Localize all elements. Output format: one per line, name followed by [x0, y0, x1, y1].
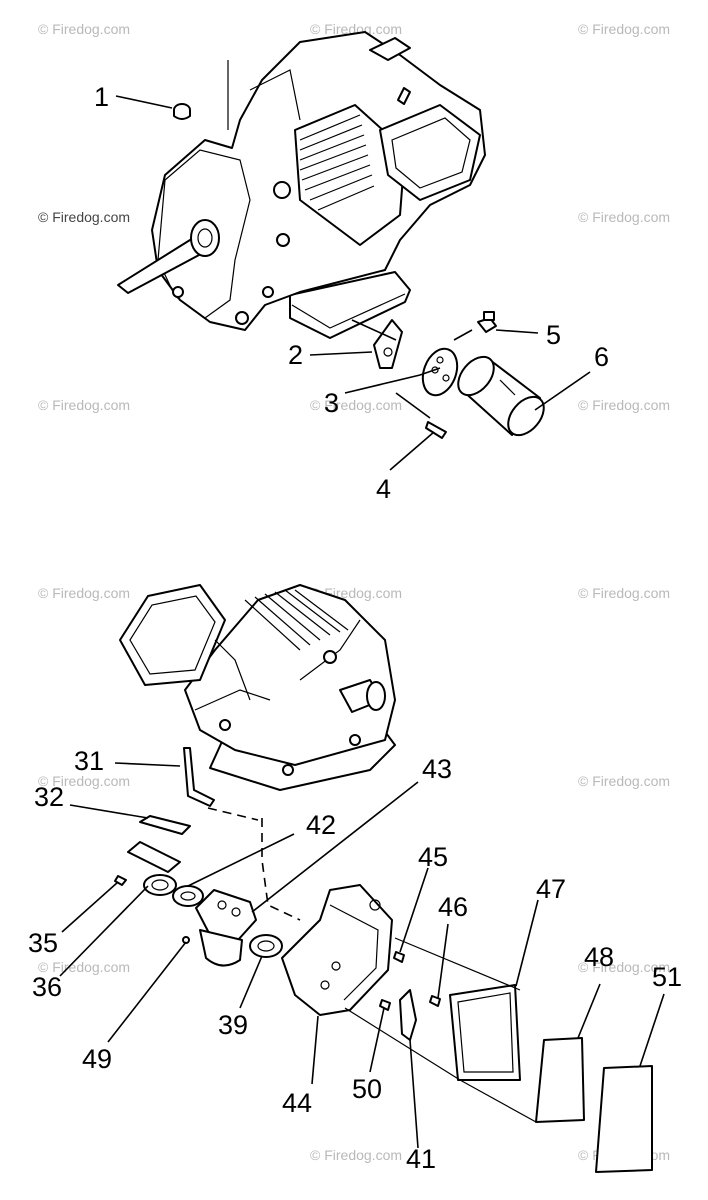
callout-51: 51 — [652, 962, 682, 992]
part-6-oil-filter — [457, 355, 545, 437]
part-5-fitting — [477, 311, 497, 333]
callout-32: 32 — [34, 782, 64, 812]
callout-4: 4 — [376, 474, 391, 504]
part-51-foam-element — [595, 1065, 653, 1173]
callout-36: 36 — [32, 972, 62, 1002]
upper-engine-drawing — [117, 31, 486, 339]
callout-43: 43 — [422, 754, 452, 784]
callout-46: 46 — [438, 892, 468, 922]
part-39-gasket — [249, 934, 283, 958]
watermark: © Firedog.com — [38, 209, 130, 225]
callout-31: 31 — [74, 746, 104, 776]
watermark: © Firedog.com — [310, 1147, 402, 1163]
callout-48: 48 — [584, 942, 614, 972]
watermark: © Firedog.com — [38, 397, 130, 413]
part-2-bracket — [373, 319, 403, 369]
part-44-air-cleaner-base — [281, 884, 393, 1016]
callout-2: 2 — [288, 340, 303, 370]
callout-45: 45 — [418, 842, 448, 872]
callout-3: 3 — [324, 388, 339, 418]
callout-35: 35 — [28, 928, 58, 958]
watermark: © Firedog.com — [578, 585, 670, 601]
callout-numbers: 1 2 3 4 5 6 31 32 43 42 45 47 46 35 36 4… — [28, 82, 682, 1174]
watermark: © Firedog.com — [578, 21, 670, 37]
callout-41: 41 — [406, 1144, 436, 1174]
callout-50: 50 — [352, 1074, 382, 1104]
watermark: © Firedog.com — [310, 21, 402, 37]
part-41-bracket — [399, 989, 417, 1041]
part-43-carburetor — [195, 889, 257, 967]
part-46-screw — [429, 995, 441, 1007]
part-50-screw — [379, 999, 391, 1011]
watermark: © Firedog.com — [578, 397, 670, 413]
watermark: © Firedog.com — [38, 21, 130, 37]
part-36-insulator — [127, 841, 181, 896]
watermark: © Firedog.com — [578, 773, 670, 789]
callout-5: 5 — [546, 320, 561, 350]
callout-39: 39 — [218, 1010, 248, 1040]
callout-44: 44 — [282, 1088, 312, 1118]
watermarks: © Firedog.com © Firedog.com © Firedog.co… — [38, 21, 670, 1163]
callout-49: 49 — [82, 1044, 112, 1074]
watermark: © Firedog.com — [38, 585, 130, 601]
part-1-plug — [173, 103, 191, 120]
watermark: © Firedog.com — [578, 959, 670, 975]
part-47-filter-element — [449, 984, 521, 1081]
part-3-filter-adapter — [421, 347, 459, 397]
callout-42: 42 — [306, 810, 336, 840]
leader-lines — [59, 95, 665, 1149]
watermark: © Firedog.com — [310, 397, 402, 413]
part-48-pre-cleaner — [535, 1037, 585, 1123]
part-35-screw — [114, 875, 127, 886]
part-31-breather-tube — [183, 747, 215, 807]
watermark: © Firedog.com — [38, 959, 130, 975]
callout-1: 1 — [94, 82, 109, 112]
part-42-gasket — [172, 885, 204, 907]
callout-6: 6 — [594, 342, 609, 372]
part-45-screw — [393, 951, 405, 963]
part-4-screw — [425, 421, 447, 439]
lower-engine-drawing — [119, 584, 396, 791]
watermark: © Firedog.com — [578, 209, 670, 225]
watermark: © Firedog.com — [38, 773, 130, 789]
callout-47: 47 — [536, 874, 566, 904]
